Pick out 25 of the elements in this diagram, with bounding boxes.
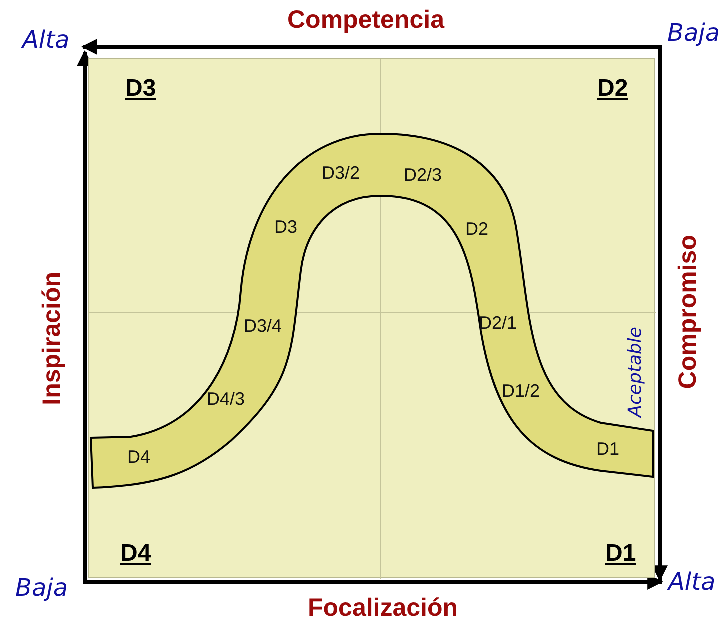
threshold-label: Aceptable xyxy=(627,327,645,418)
band-label: D2/3 xyxy=(404,166,442,184)
band-label: D3/2 xyxy=(322,164,360,182)
axis-title: Compromiso xyxy=(676,235,700,390)
quadrant-panel xyxy=(88,58,655,578)
quadrant-label: D1 xyxy=(606,542,636,566)
axis-title: Focalización xyxy=(308,596,458,620)
axis-level: Alta xyxy=(22,28,70,52)
axis-level: Baja xyxy=(16,576,68,600)
quadrant-label: D3 xyxy=(126,77,156,101)
axis-level: Alta xyxy=(668,570,716,594)
band-label: D2/1 xyxy=(479,314,518,332)
axis-title: Inspiración xyxy=(40,272,64,405)
band-label: D2 xyxy=(466,220,489,238)
band-label: D3 xyxy=(274,218,298,236)
band-label: D4 xyxy=(128,448,151,466)
band-label: D1 xyxy=(596,440,620,458)
axis-title: Competencia xyxy=(288,8,444,32)
band-label: D3/4 xyxy=(244,317,282,335)
band-label: D4/3 xyxy=(207,390,246,408)
axis-level: Baja xyxy=(668,21,720,45)
quadrant-label: D2 xyxy=(598,77,628,101)
quadrant-label: D4 xyxy=(120,542,152,566)
curve-band xyxy=(89,131,656,491)
band-label: D1/2 xyxy=(502,382,540,400)
